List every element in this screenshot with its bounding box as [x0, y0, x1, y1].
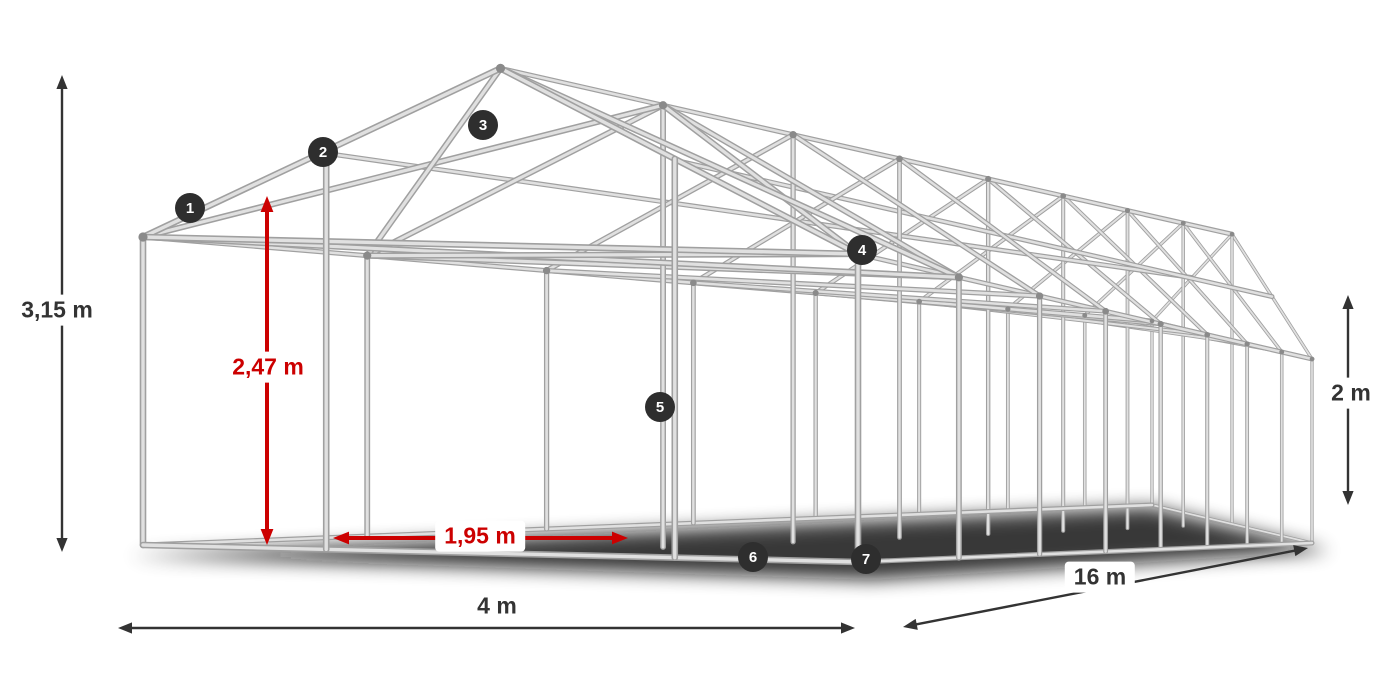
part-badge-1: 1 — [175, 193, 205, 223]
part-badge-6: 6 — [738, 542, 768, 572]
ground-shadow — [128, 507, 1330, 580]
dim-label-door-height: 2,47 m — [223, 351, 313, 383]
dim-label-total-height: 3,15 m — [12, 294, 102, 326]
part-badge-5: 5 — [645, 392, 675, 422]
dim-label-side-height: 2 m — [1322, 377, 1380, 409]
dim-label-width: 4 m — [468, 590, 526, 622]
part-badge-2: 2 — [308, 137, 338, 167]
part-badge-4: 4 — [847, 235, 877, 265]
dim-label-door-width: 1,95 m — [435, 520, 525, 552]
dim-arrow-width — [118, 622, 855, 634]
part-badge-7: 7 — [851, 544, 881, 574]
part-badge-3: 3 — [468, 110, 498, 140]
dim-label-length: 16 m — [1064, 561, 1136, 593]
